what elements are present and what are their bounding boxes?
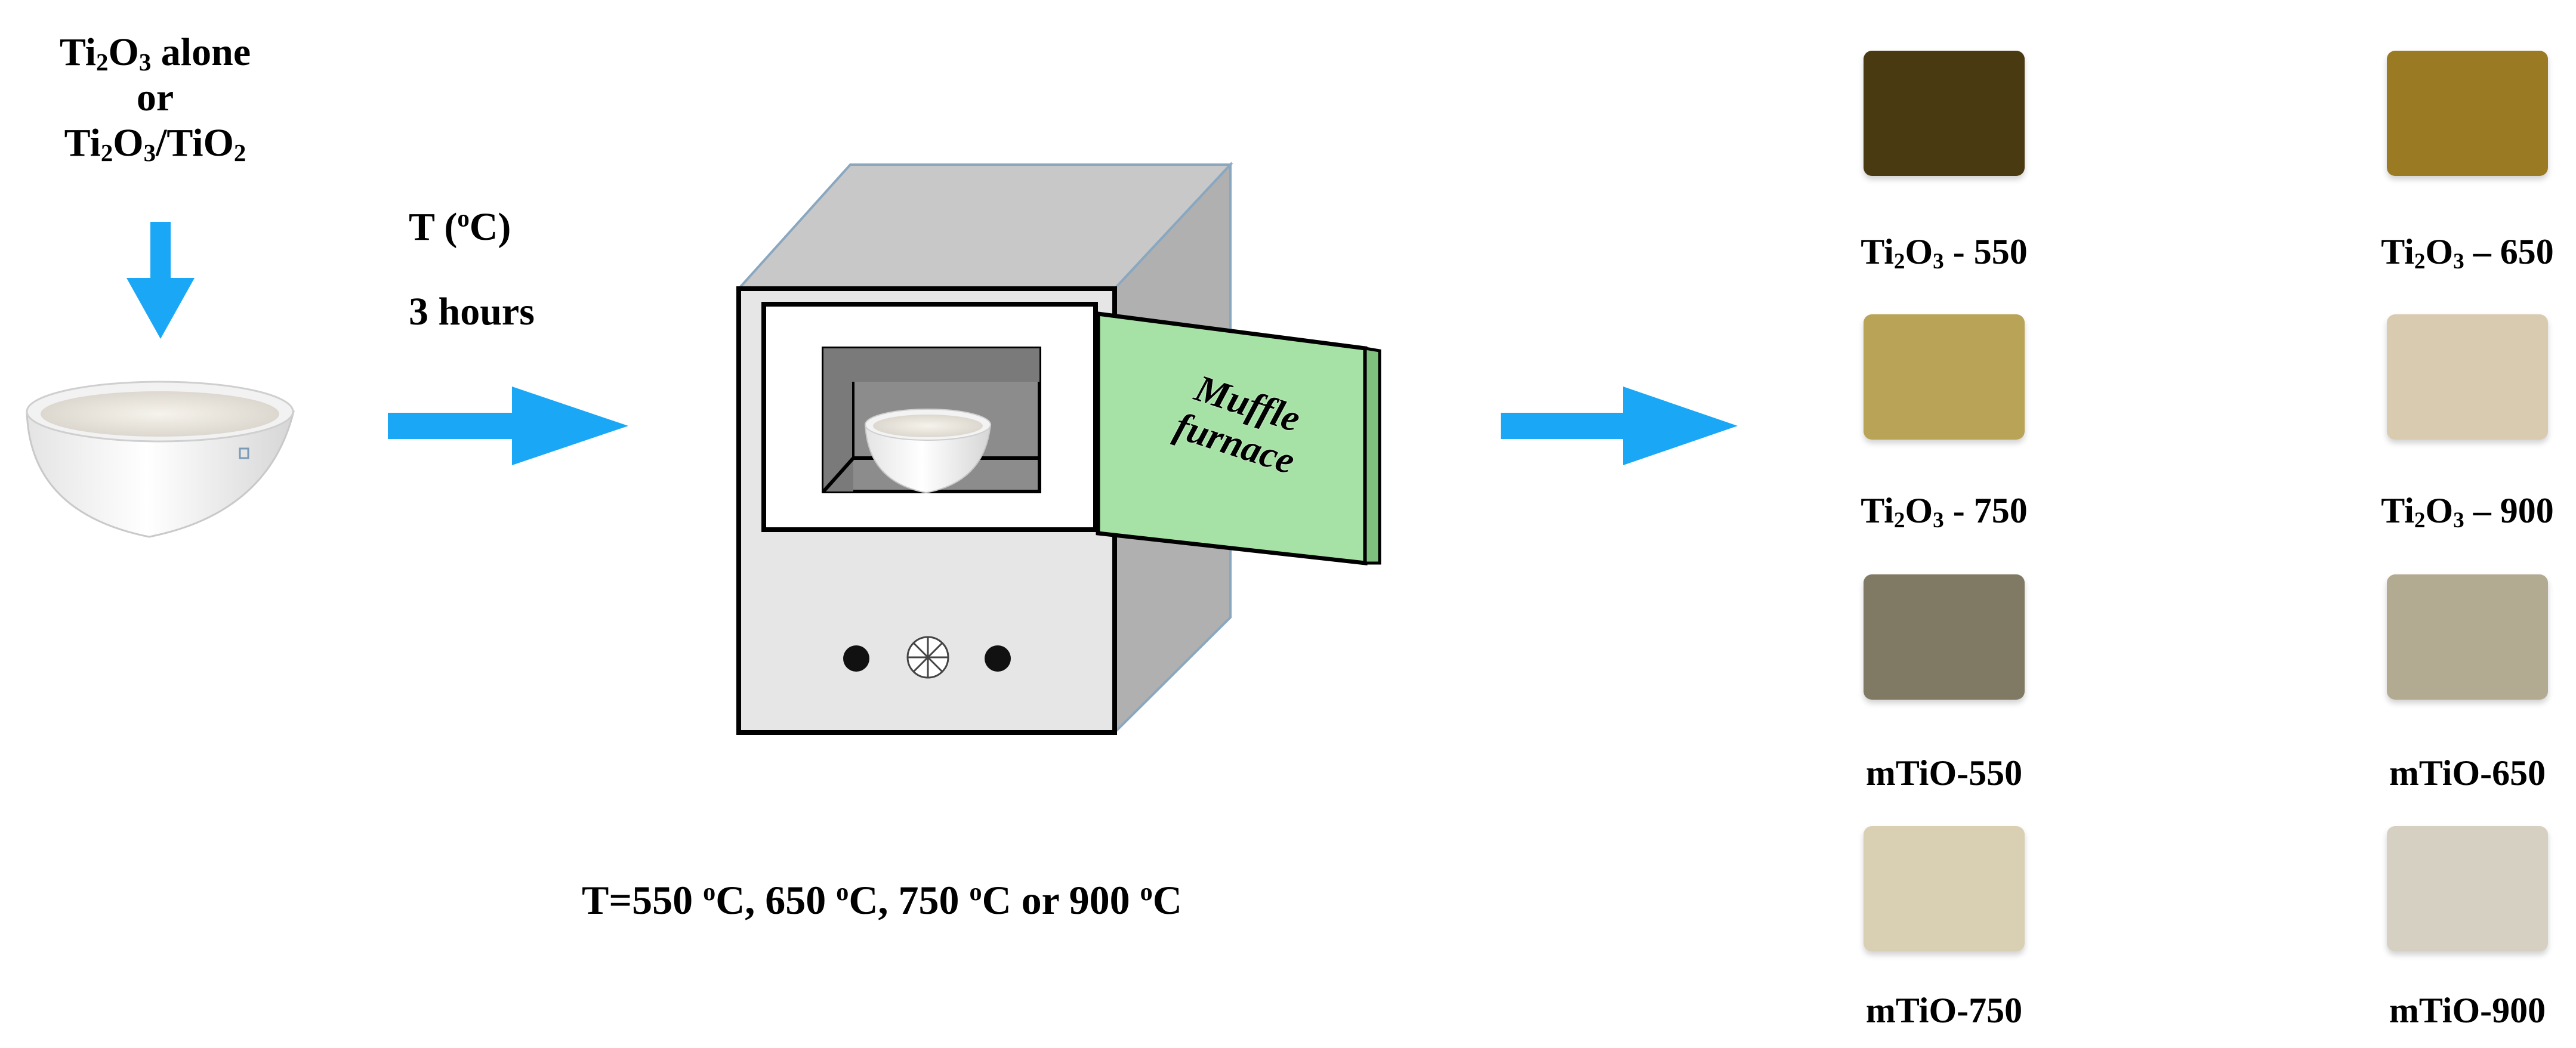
sample-swatch [2387, 51, 2548, 176]
sample-caption: mTiO-550 [1865, 753, 2023, 793]
knob-icon [843, 645, 869, 672]
sample-swatch [1864, 314, 2025, 440]
input-line1: Ti2O3 alone [59, 30, 251, 76]
sample-swatch [1864, 826, 2025, 951]
sample-caption: mTiO-750 [1865, 991, 2023, 1030]
sample-caption: Ti2O3 – 650 [2381, 232, 2554, 274]
right-arrow-icon [1501, 387, 1738, 465]
duration-label: 3 hours [409, 290, 535, 333]
sample-swatch [1864, 51, 2025, 176]
down-arrow-icon [127, 222, 195, 339]
input-label: Ti2O3 alone or Ti2O3/TiO2 [24, 30, 286, 166]
sample-swatch [2387, 826, 2548, 951]
input-line2: or [136, 75, 174, 119]
knob-icon [985, 645, 1011, 672]
temperatures-caption: T=550 oC, 650 oC, 750 oC or 900 oC [582, 877, 1182, 923]
sample-caption: Ti2O3 - 750 [1861, 491, 2028, 533]
temperature-label: T (oC) [409, 205, 511, 249]
sample-caption: Ti2O3 – 900 [2381, 491, 2554, 533]
right-arrow-icon [388, 387, 628, 465]
input-line3: Ti2O3/TiO2 [64, 120, 246, 166]
dial-icon [906, 636, 949, 679]
sample-swatch [2387, 574, 2548, 700]
sample-swatch [2387, 314, 2548, 440]
sample-swatch [1864, 574, 2025, 700]
crucible-icon [26, 381, 295, 538]
sample-caption: mTiO-900 [2389, 991, 2546, 1030]
sample-caption: Ti2O3 - 550 [1861, 232, 2028, 274]
sample-caption: mTiO-650 [2389, 753, 2546, 793]
muffle-furnace-icon [736, 161, 1381, 735]
